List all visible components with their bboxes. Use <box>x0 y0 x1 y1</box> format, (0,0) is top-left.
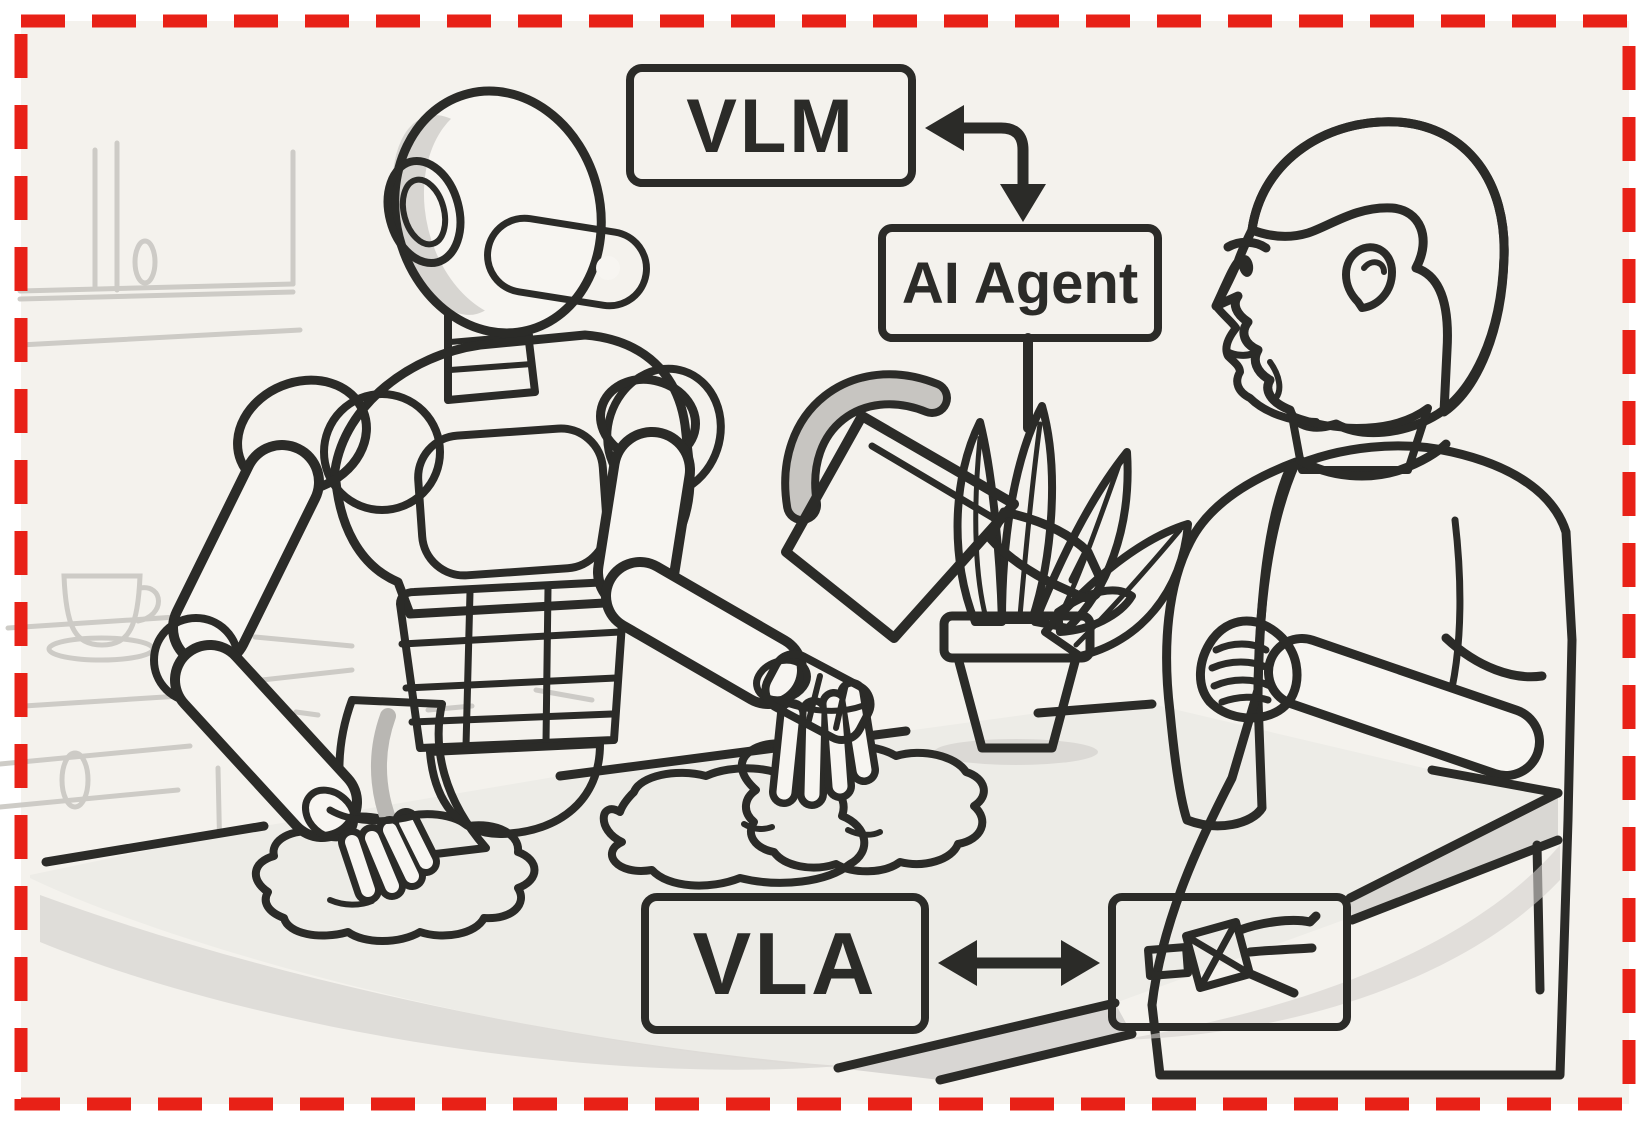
arrow-agent-to-vlm <box>925 105 1046 222</box>
robot-left-hand <box>326 806 440 904</box>
human-illustration <box>1147 117 1577 1080</box>
human-hair <box>1247 117 1509 417</box>
human-neck <box>1288 404 1432 474</box>
robot-eye-right <box>596 256 620 280</box>
robot-right-upper-arm <box>603 437 685 605</box>
arrowhead-left-icon <box>938 940 977 986</box>
ai-agent-label: AI Agent <box>902 251 1138 316</box>
watering-can-spout <box>985 507 1105 603</box>
robot-visor <box>484 214 650 310</box>
watering-can-body <box>781 411 1019 643</box>
vla-label: VLA <box>693 914 878 1013</box>
robot-torso <box>330 330 695 619</box>
watering-can <box>781 370 1105 643</box>
arrowhead-left-icon <box>925 105 964 151</box>
robot-pelvis <box>426 740 604 839</box>
table-front-edge <box>833 765 1563 1085</box>
vla-box <box>641 893 929 1034</box>
robot-illustration <box>150 86 879 904</box>
red-dashed-border <box>14 14 1636 1111</box>
human-profile <box>1212 258 1320 426</box>
spill <box>599 764 869 890</box>
robot-ear <box>383 156 465 268</box>
arrowhead-right-icon <box>1061 940 1100 986</box>
table-edge-band <box>838 1003 1132 1080</box>
gripper-box <box>1108 893 1351 1031</box>
robot-eye-left <box>530 239 560 269</box>
diagram-overlay: VLM AI Agent VLA <box>626 64 1351 1034</box>
human-torso <box>1147 441 1577 1080</box>
human-ear <box>1342 243 1396 312</box>
table-leg-right <box>1532 840 1545 995</box>
robot-gripper-icon <box>1144 911 1321 998</box>
vlm-label: VLM <box>686 84 855 169</box>
human-collar <box>1295 439 1451 481</box>
table-front-shadow <box>40 895 840 1070</box>
arrow-vla-gripper <box>938 940 1100 986</box>
robot-head <box>383 86 650 338</box>
ai-agent-box <box>878 224 1162 342</box>
arrowhead-down-icon <box>1000 184 1046 222</box>
human-eyebrow <box>1223 237 1271 253</box>
plant-pot-rim <box>939 611 1095 663</box>
robot-right-forearm <box>611 567 797 699</box>
robot-left-forearm <box>180 650 352 832</box>
human-eye <box>1238 255 1254 277</box>
human-hand <box>1195 616 1302 723</box>
robot-right-hand <box>761 650 879 809</box>
human-mouth <box>1224 348 1256 359</box>
robot-left-upper-arm <box>178 450 314 660</box>
vlm-box <box>626 64 916 187</box>
